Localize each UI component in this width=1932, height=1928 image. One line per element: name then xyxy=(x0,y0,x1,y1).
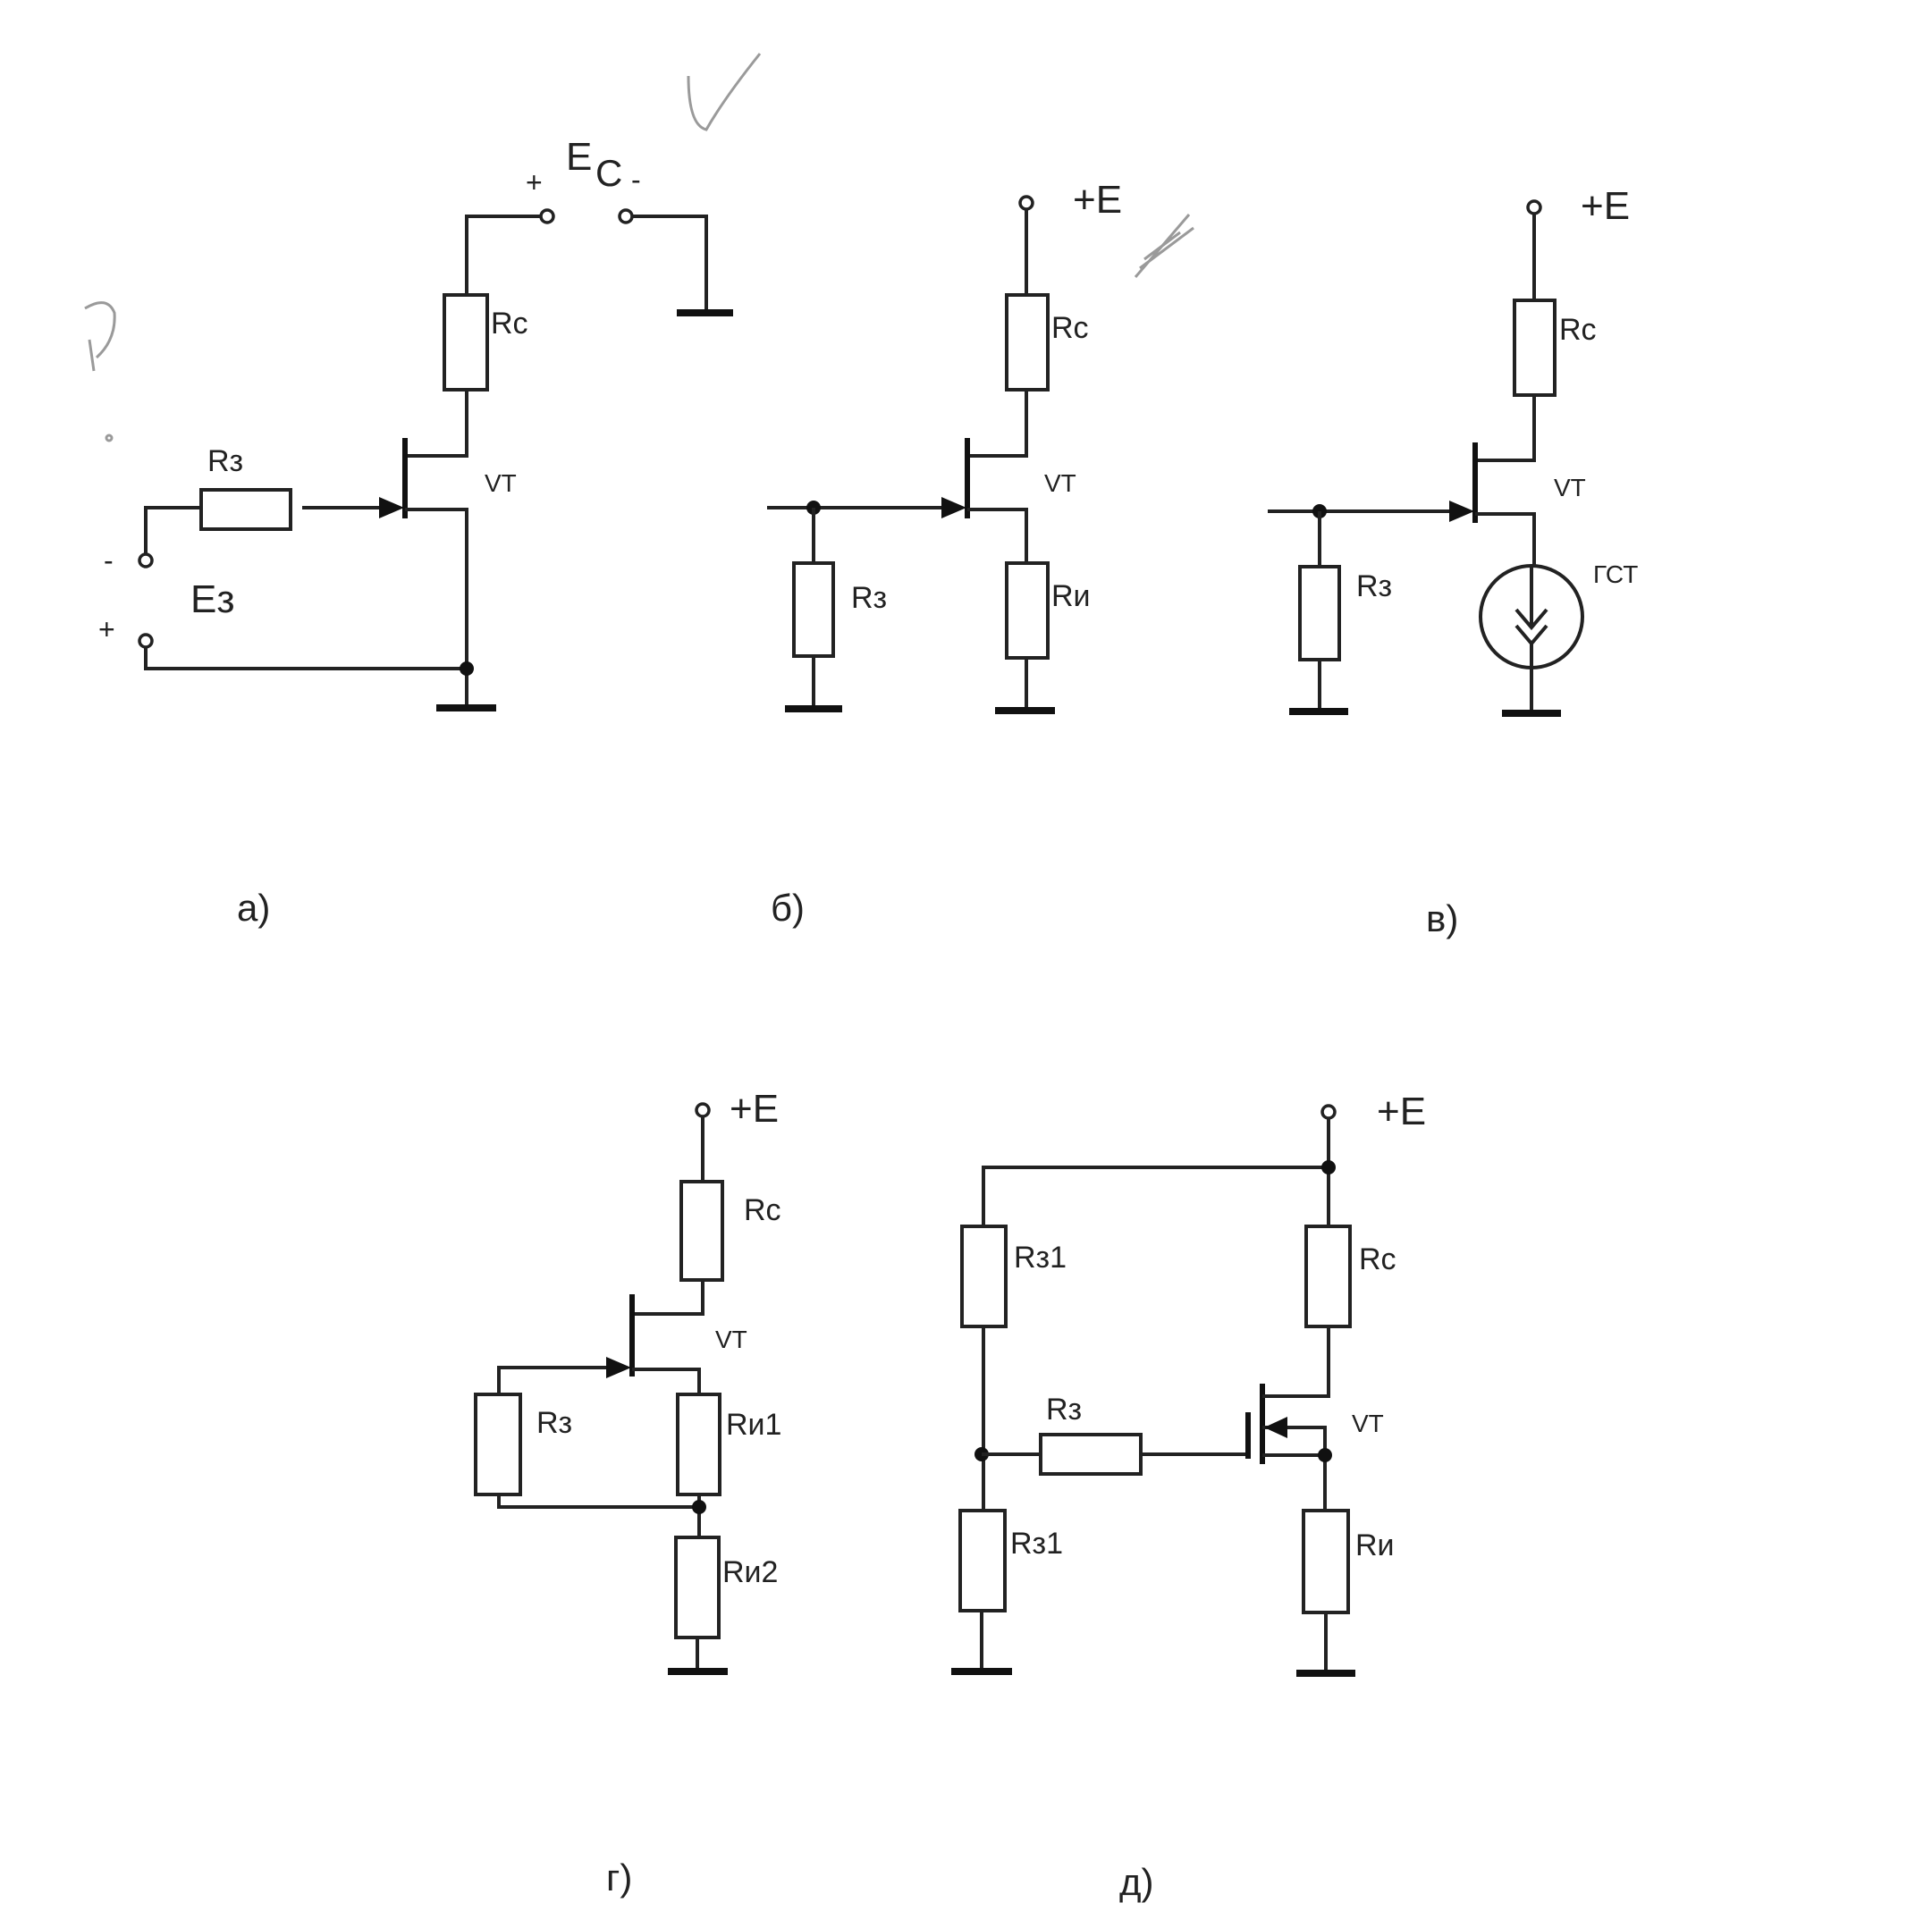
pencil-marks xyxy=(84,53,1194,442)
supply-terminal xyxy=(1320,1104,1337,1120)
vt-label: VT xyxy=(485,469,517,497)
rc-resistor xyxy=(1304,1225,1352,1328)
rz-label: Rз xyxy=(536,1406,572,1440)
ec-minus-sign: - xyxy=(631,164,641,196)
ri-resistor xyxy=(1302,1509,1350,1614)
rz1-bottom-label: Rз1 xyxy=(1010,1527,1063,1561)
substrate-arrow-icon xyxy=(1264,1417,1287,1438)
caption-a: а) xyxy=(237,887,270,929)
junction-dot xyxy=(1318,1448,1332,1462)
supply-label: +E xyxy=(1377,1090,1426,1133)
rz-label: Rз xyxy=(1356,569,1392,603)
ec-minus-terminal xyxy=(618,208,634,224)
gate-arrow-icon xyxy=(1449,501,1474,522)
rz-resistor xyxy=(792,561,835,658)
rz1-top-label: Rз1 xyxy=(1014,1241,1067,1275)
caption-b: б) xyxy=(771,887,805,929)
rc-label: Rc xyxy=(491,307,528,341)
supply-label: +E xyxy=(730,1087,779,1131)
circuit-a: Rc Rз VT + E C - - + Eз а) xyxy=(98,135,733,929)
ri-resistor xyxy=(1005,561,1050,660)
vt-label: VT xyxy=(715,1326,747,1353)
supply-label: +E xyxy=(1073,178,1122,222)
circuit-v: +E Rc VT Rз ГСТ в) xyxy=(1268,184,1638,939)
rz-label: Rз xyxy=(207,444,243,478)
junction-dot xyxy=(1321,1160,1336,1174)
ez-label: Eз xyxy=(190,577,235,621)
rz-label: Rз xyxy=(851,581,887,615)
ez-plus-sign: + xyxy=(98,613,115,645)
gate-arrow-icon xyxy=(379,497,404,518)
rz-label: Rз xyxy=(1046,1393,1082,1427)
ri2-resistor xyxy=(674,1536,721,1639)
current-arrow-icon xyxy=(1514,566,1548,713)
rc-resistor xyxy=(443,293,489,391)
ez-minus-sign: - xyxy=(104,544,114,577)
ri-label: Rи xyxy=(1051,579,1091,613)
junction-dot xyxy=(460,661,474,676)
ez-minus-terminal xyxy=(138,552,154,568)
rc-resistor xyxy=(1005,293,1050,391)
ri1-label: Rи1 xyxy=(726,1408,781,1442)
ec-subscript: C xyxy=(595,152,622,194)
rz1-top-resistor xyxy=(960,1225,1008,1328)
rz-resistor xyxy=(199,488,292,531)
rc-label: Rc xyxy=(744,1193,781,1227)
source-label: ГСТ xyxy=(1593,560,1638,588)
rc-resistor xyxy=(1513,299,1557,397)
vt-label: VT xyxy=(1044,469,1076,497)
supply-terminal xyxy=(1526,199,1542,215)
rz1-bottom-resistor xyxy=(958,1509,1007,1612)
ez-plus-terminal xyxy=(138,633,154,649)
rc-resistor xyxy=(679,1180,724,1282)
vt-label: VT xyxy=(1352,1410,1384,1437)
junction-dot xyxy=(692,1500,706,1514)
circuit-b: +E Rc VT Rз Rи б) xyxy=(767,178,1122,929)
circuit-d: +E Rз1 Rc Rз VT Rз1 Rи д) xyxy=(951,1090,1426,1903)
vt-label: VT xyxy=(1554,474,1586,501)
rc-label: Rc xyxy=(1559,313,1597,347)
supply-label: +E xyxy=(1581,184,1630,228)
caption-d: д) xyxy=(1119,1861,1154,1903)
rz-resistor xyxy=(474,1393,522,1496)
circuit-g: +E Rc VT Rз Rи1 Rи2 г) xyxy=(474,1087,781,1899)
gate-arrow-icon xyxy=(941,497,966,518)
supply-terminal xyxy=(695,1102,711,1118)
rc-label: Rc xyxy=(1359,1242,1396,1276)
ec-label: E xyxy=(566,135,592,179)
ec-plus-terminal xyxy=(539,208,555,224)
ec-plus-sign: + xyxy=(526,166,543,198)
rc-label: Rc xyxy=(1051,311,1089,345)
rz-resistor xyxy=(1039,1433,1143,1476)
caption-v: в) xyxy=(1426,897,1458,939)
ri1-resistor xyxy=(676,1393,721,1496)
caption-g: г) xyxy=(606,1856,632,1899)
ri2-label: Rи2 xyxy=(722,1555,778,1589)
gate-arrow-icon xyxy=(606,1357,631,1378)
supply-terminal xyxy=(1018,195,1034,211)
ri-label: Rи xyxy=(1355,1528,1395,1562)
rz-resistor xyxy=(1298,565,1341,661)
